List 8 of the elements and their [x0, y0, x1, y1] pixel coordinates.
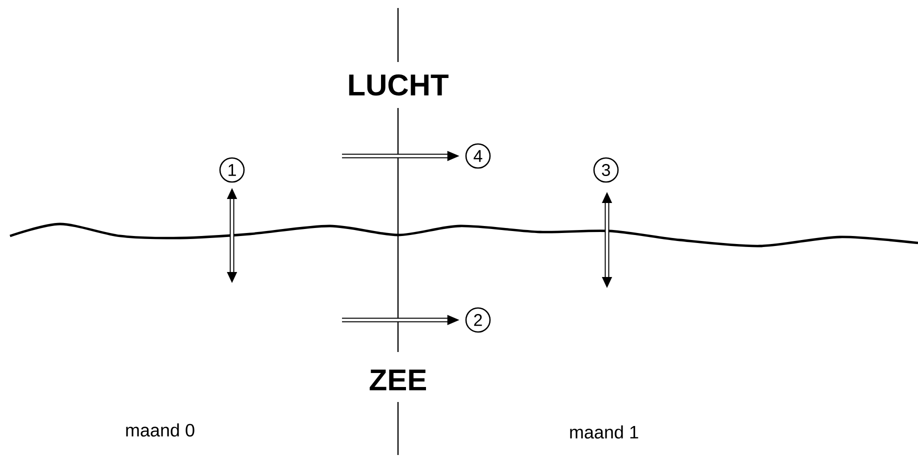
circled-number: 1 — [219, 157, 245, 183]
label: maand 0 — [126, 423, 194, 437]
circled-number: 4 — [465, 143, 491, 169]
circled-number: 3 — [593, 157, 619, 183]
label: ZEE — [370, 370, 426, 390]
label: maand 1 — [570, 425, 638, 439]
label: LUCHT — [349, 74, 448, 96]
circled-number: 2 — [465, 307, 491, 333]
